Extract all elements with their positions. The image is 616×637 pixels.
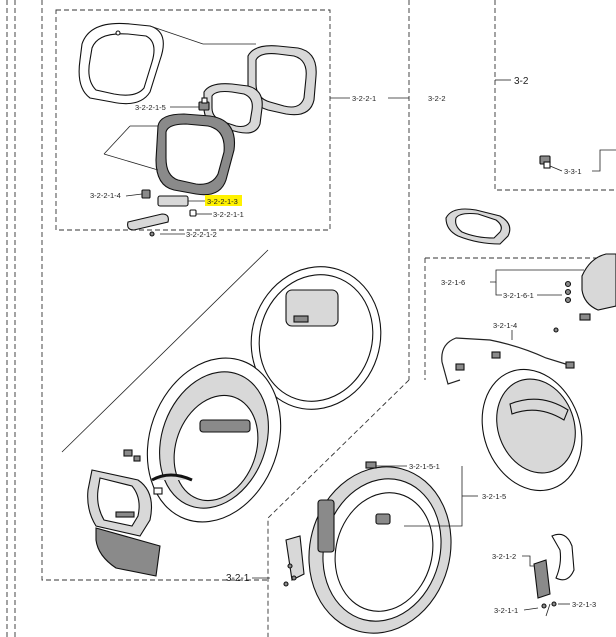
label-3-2-1-6: 3-2-1-6	[441, 278, 465, 287]
highlight-3-2-2-1-3	[205, 195, 242, 206]
label-3-2-2-1-2: 3-2-2-1-2	[186, 230, 217, 239]
part-window-gasket	[445, 208, 511, 245]
leader-lines	[125, 79, 616, 611]
part-door-glass-ring	[146, 357, 282, 523]
label-3-2-1-5: 3-2-1-5	[482, 492, 506, 501]
label-3-2-2: 3-2-2	[428, 94, 446, 103]
part-3-2-2-1-5-clip	[198, 97, 210, 111]
part-3-2-2-1-outer-gasket	[247, 45, 317, 116]
label-3-2-2-1-1: 3-2-2-1-1	[213, 210, 244, 219]
label-3-3-1: 3-3-1	[564, 167, 582, 176]
label-3-2-2-1: 3-2-2-1	[352, 94, 376, 103]
label-3-2-2-1-3: 3-2-2-1-3	[207, 197, 238, 206]
part-3-2-1-inner-drum-cover	[481, 368, 583, 492]
label-3-2-1-3: 3-2-1-3	[572, 600, 596, 609]
label-3-2-1-6-1: 3-2-1-6-1	[503, 291, 534, 300]
part-3-2-1-2-hinge-cover	[533, 533, 575, 617]
label-3-2-1-5-1: 3-2-1-5-1	[409, 462, 440, 471]
part-labels: 3-2-2-1-5 3-2-2-1 3-2-2 3-2 3-3-1 3-2-2-…	[90, 76, 596, 615]
label-3-2-1-2: 3-2-1-2	[492, 552, 516, 561]
label-3-2-2-1-5: 3-2-2-1-5	[135, 103, 166, 112]
label-3-2-1: 3-2-1	[226, 573, 250, 584]
part-door-handle-assembly	[61, 249, 269, 577]
part-3-2-2-1-cover	[78, 22, 256, 105]
part-door-outer-ring	[250, 266, 382, 410]
label-3-2-1-4: 3-2-1-4	[493, 321, 517, 330]
label-3-2: 3-2	[514, 76, 529, 87]
part-3-2-2-1-frame	[103, 113, 236, 196]
part-3-2-1-5-door-frame	[308, 461, 452, 634]
part-3-2-2-1-handle-parts	[127, 189, 197, 237]
part-3-2-1-small-parts-left	[283, 535, 305, 587]
part-3-3-1	[539, 155, 551, 169]
group-boundaries	[6, 0, 616, 637]
part-3-2-1-6-hinge	[553, 253, 616, 333]
label-3-2-1-1: 3-2-1-1	[494, 606, 518, 615]
label-3-2-2-1-4: 3-2-2-1-4	[90, 191, 121, 200]
